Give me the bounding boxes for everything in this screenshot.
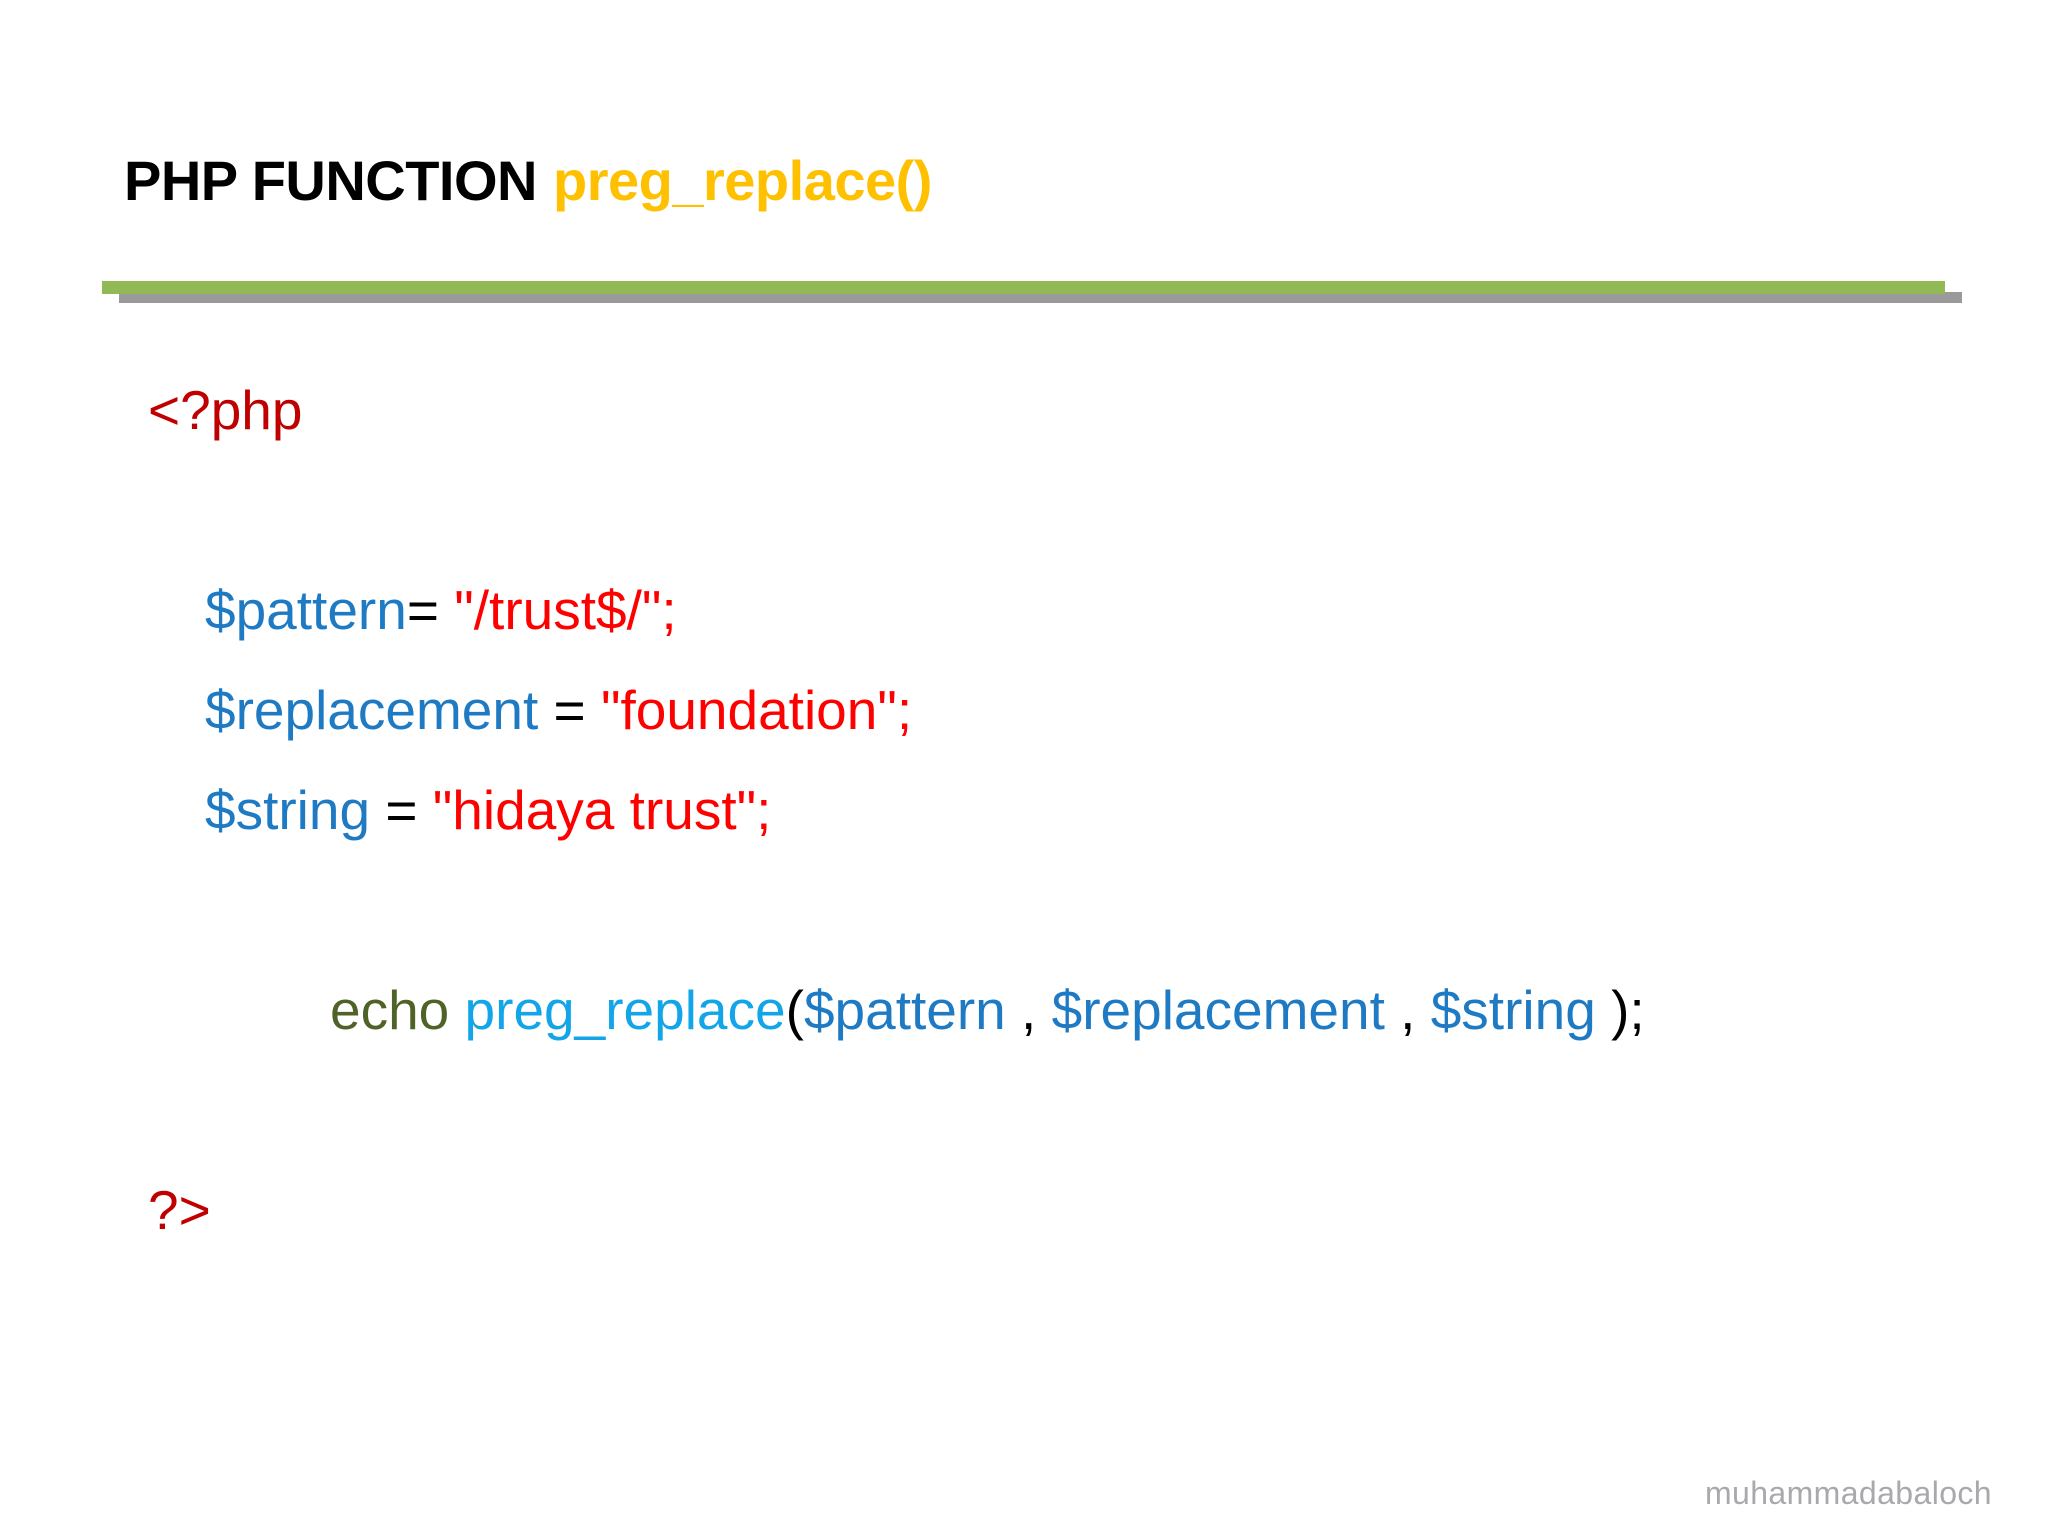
code-token-op: = <box>538 679 601 741</box>
code-token-tag: <?php <box>148 379 303 441</box>
page-title-accent: preg_replace() <box>553 149 932 212</box>
code-token-var: $replacement <box>205 679 539 741</box>
code-token-var: $pattern <box>205 579 407 641</box>
code-token-op: , <box>1005 979 1052 1041</box>
code-line-replacement-assign: $replacement = "foundation"; <box>0 660 2048 760</box>
code-block: <?php $pattern= "/trust$/";$replacement … <box>0 360 2048 1260</box>
code-token-str: "foundation" <box>600 679 897 741</box>
code-line-open-tag: <?php <box>0 360 2048 460</box>
code-token-str: ; <box>896 679 913 741</box>
code-line-blank-1 <box>0 460 2048 560</box>
code-line-blank-2 <box>0 860 2048 960</box>
divider-bar <box>102 281 1945 294</box>
title-divider <box>102 281 1962 307</box>
code-line-close-tag: ?> <box>0 1160 2048 1260</box>
code-token-op: = <box>406 579 455 641</box>
code-line-blank-3 <box>0 1060 2048 1160</box>
code-token-op: ( <box>785 979 804 1041</box>
code-token-str: "hidaya trust" <box>432 779 757 841</box>
code-line-pattern-assign: $pattern= "/trust$/"; <box>0 560 2048 660</box>
page-title-main: PHP FUNCTION <box>124 149 538 212</box>
code-token-var: $string <box>1430 979 1596 1041</box>
code-token-op: , <box>1384 979 1431 1041</box>
code-token-kw: echo <box>330 979 465 1041</box>
code-token-tag: ?> <box>148 1179 211 1241</box>
code-line-string-assign: $string = "hidaya trust"; <box>0 760 2048 860</box>
code-line-echo-call: echo preg_replace($pattern , $replacemen… <box>0 960 2048 1060</box>
watermark: muhammadabaloch <box>1704 1475 1992 1511</box>
code-token-str: ; <box>661 579 677 641</box>
code-token-var: $pattern <box>803 979 1006 1041</box>
code-token-op: = <box>370 779 433 841</box>
code-token-str: "/trust$/" <box>454 579 662 641</box>
code-token-var: $string <box>205 779 371 841</box>
divider-shadow <box>119 292 1962 303</box>
code-token-str: ; <box>756 779 772 841</box>
code-token-op: ); <box>1595 979 1645 1041</box>
code-token-fn: preg_replace <box>464 979 786 1041</box>
code-token-var: $replacement <box>1051 979 1385 1041</box>
